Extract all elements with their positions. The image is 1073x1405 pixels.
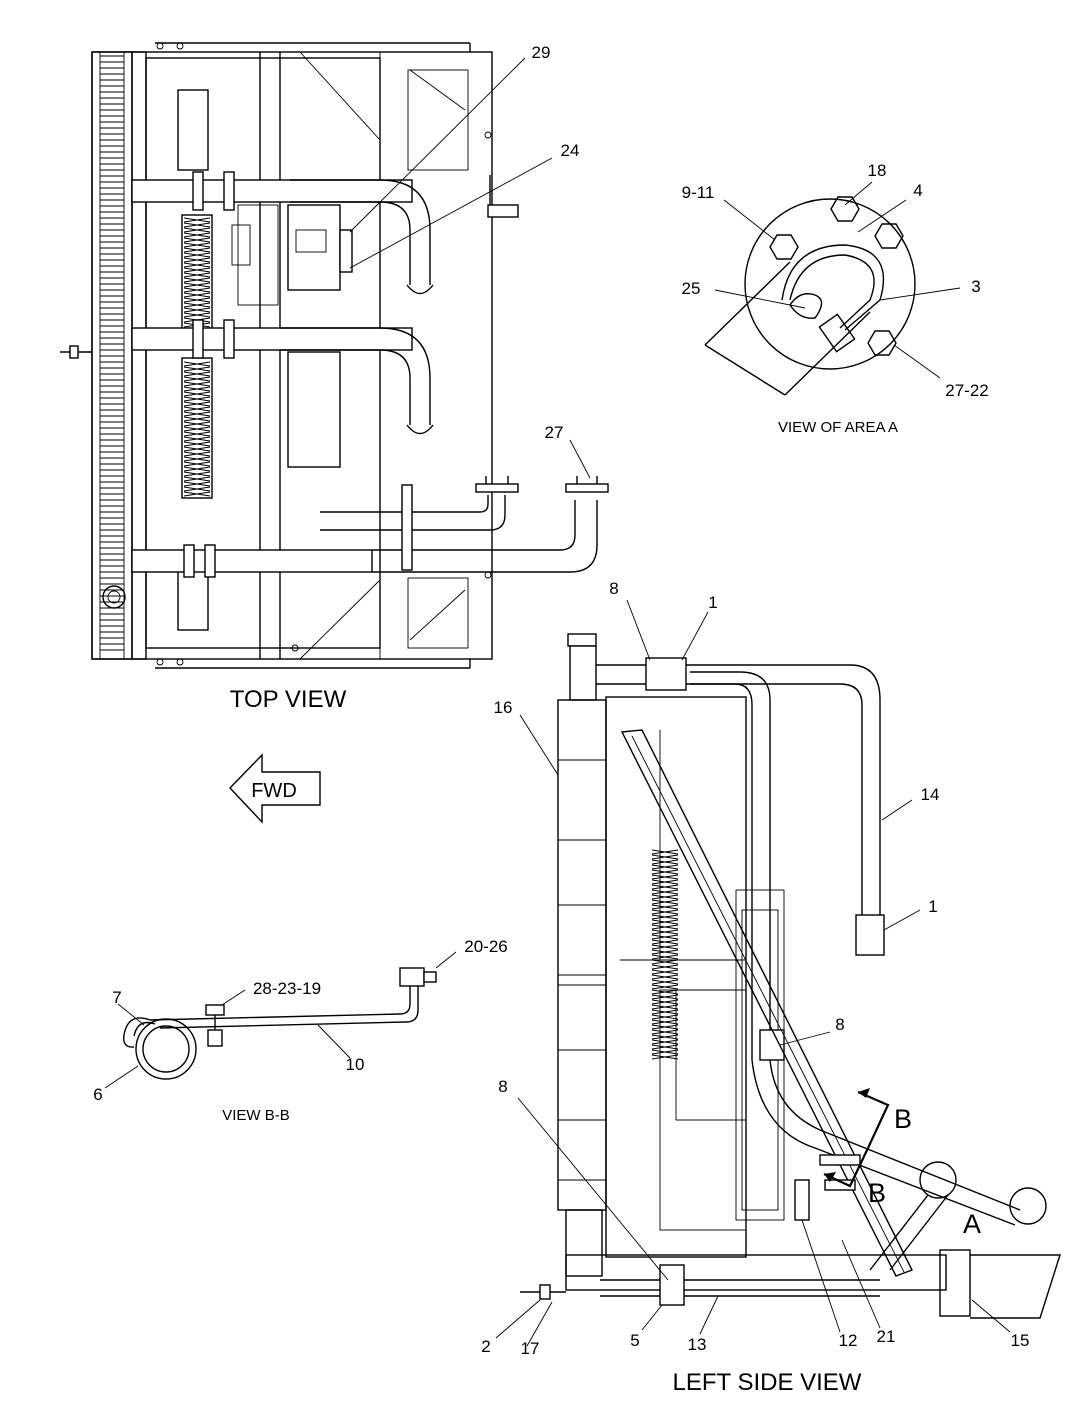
callout-20-26: 20-26 [464, 937, 507, 956]
left-side-view-drawing [495, 599, 1061, 1347]
callout-18: 18 [868, 161, 887, 180]
callout-9-11: 9-11 [682, 183, 715, 202]
callout-8-middle: 8 [835, 1015, 844, 1034]
fwd-arrow-label: FWD [251, 780, 297, 802]
section-b-upper-label: B [894, 1104, 912, 1134]
callout-3: 3 [971, 277, 980, 296]
callout-27: 27 [545, 423, 564, 442]
callout-21: 21 [877, 1327, 896, 1346]
left-side-view-title: LEFT SIDE VIEW [673, 1369, 862, 1396]
section-a-label: A [963, 1209, 981, 1239]
top-view-title: TOP VIEW [230, 686, 347, 713]
callout-13: 13 [688, 1335, 707, 1354]
callout-2: 2 [481, 1337, 490, 1356]
callout-15: 15 [1011, 1331, 1030, 1350]
callout-7: 7 [112, 988, 121, 1007]
callout-16: 16 [494, 698, 513, 717]
callout-25: 25 [682, 279, 701, 298]
view-b-b-drawing [104, 951, 457, 1089]
callout-8-top: 8 [609, 579, 618, 598]
callout-10: 10 [346, 1055, 365, 1074]
fwd-arrow-icon [229, 753, 321, 824]
callout-1-top: 1 [708, 593, 717, 612]
callout-8-lower: 8 [498, 1077, 507, 1096]
callout-6: 6 [93, 1085, 102, 1104]
callout-17: 17 [521, 1339, 540, 1358]
callout-5: 5 [630, 1331, 639, 1350]
callout-12: 12 [839, 1331, 858, 1350]
area-a-view-title: VIEW OF AREA A [778, 419, 898, 436]
top-view-drawing [60, 42, 609, 669]
callout-27-22: 27-22 [945, 381, 988, 400]
area-a-drawing [704, 181, 961, 396]
callout-14: 14 [921, 785, 940, 804]
b-b-view-title: VIEW B-B [222, 1107, 290, 1124]
callout-29: 29 [532, 43, 551, 62]
section-b-lower-label: B [868, 1178, 886, 1208]
callout-4: 4 [913, 181, 922, 200]
callout-1-hose: 1 [928, 897, 937, 916]
callout-28-23-19: 28-23-19 [253, 979, 321, 998]
callout-24: 24 [561, 141, 580, 160]
